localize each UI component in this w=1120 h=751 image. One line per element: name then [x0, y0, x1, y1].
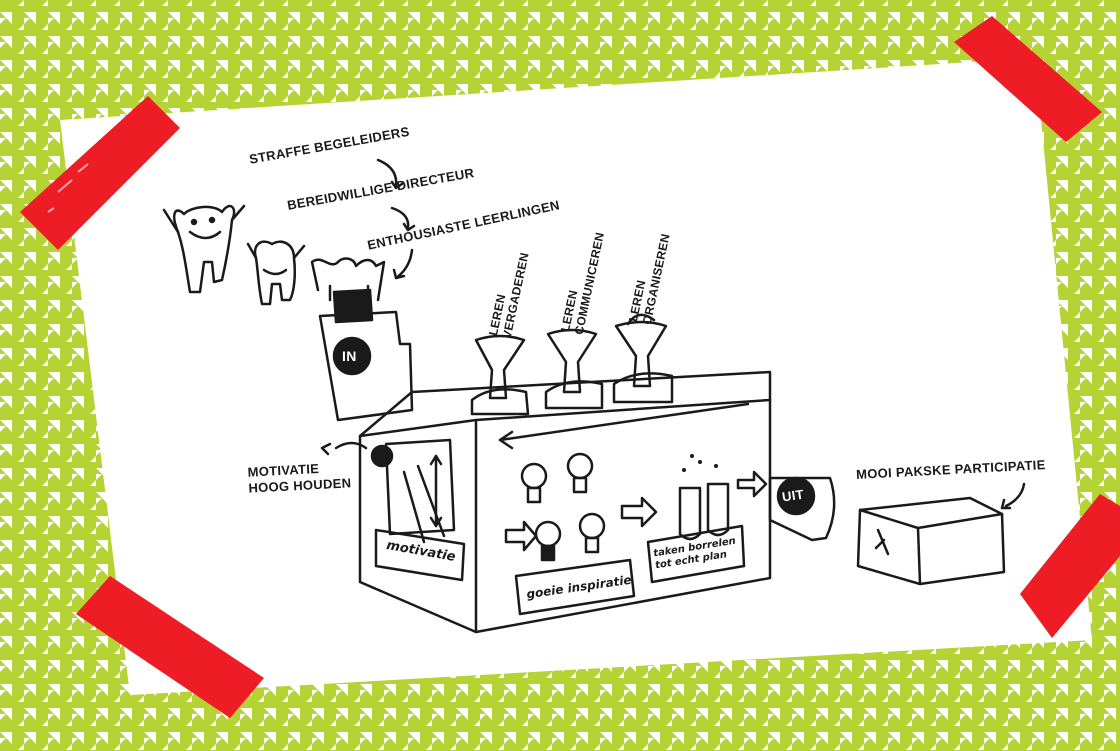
arrow-icon [392, 208, 414, 230]
label-motivatie-hoog-houden: MOTIVATIE HOOG HOUDEN [247, 459, 352, 496]
uit-badge-label: UIT [781, 487, 805, 505]
funnel-icon [546, 330, 602, 408]
arrow-icon [738, 472, 766, 496]
smiling-figure-icon [248, 242, 304, 304]
arrow-icon [506, 522, 536, 550]
lightbulb-icon [568, 454, 592, 492]
test-tube-icon [680, 488, 700, 539]
arrow-icon [394, 250, 412, 278]
lightbulb-icon [536, 522, 560, 560]
in-hopper [320, 290, 412, 420]
smiling-figure-icon [164, 206, 244, 292]
in-badge-label: IN [342, 348, 357, 364]
funnel-icon [614, 315, 672, 402]
funnel-icon [472, 336, 528, 414]
arrow-icon [1002, 484, 1024, 508]
lightbulb-icon [522, 464, 546, 502]
lightbulb-icon [580, 514, 604, 552]
test-tube-icon [708, 484, 728, 535]
parcel-icon [858, 498, 1004, 584]
arrow-icon [622, 498, 656, 526]
